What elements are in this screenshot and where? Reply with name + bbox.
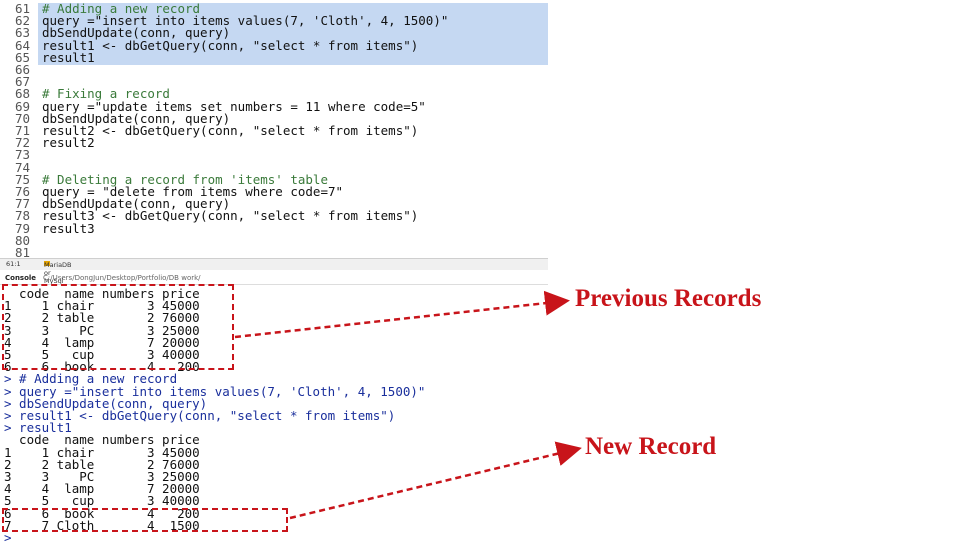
console-output-line: 4 4 lamp 7 20000 (4, 481, 200, 497)
console-output-line: code name numbers price (4, 432, 200, 448)
line-number: 79 (14, 220, 30, 236)
console-output-line: 7 7 Cloth 4 1500 (4, 517, 200, 533)
line-number: 70 (14, 110, 30, 126)
console-input-line: > # Adding a new record (4, 371, 178, 387)
console-title: Console (5, 274, 37, 282)
code-line[interactable]: # Fixing a record (42, 86, 170, 102)
console-output-line: 2 2 table 2 76000 (4, 456, 200, 472)
previous-records-box (2, 284, 234, 370)
new-record-arrow (289, 441, 582, 520)
line-number: 69 (14, 98, 30, 114)
code-line[interactable]: # Deleting a record from 'items' table (42, 171, 328, 187)
console-input-line: > result1 (4, 420, 72, 436)
code-line[interactable]: query = "delete from items where code=7" (42, 184, 344, 199)
line-number: 67 (14, 74, 30, 90)
console-output-line: 5 5 cup 3 40000 (4, 347, 200, 362)
console-input-line: > result1 <- dbGetQuery(conn, "select * … (4, 408, 396, 423)
editor-status-bar: 61:1 MariaDB or MySql (0, 258, 548, 285)
section-label: MariaDB or MySql (44, 261, 72, 285)
line-number: 76 (14, 184, 30, 199)
section-icon (44, 261, 50, 266)
console-output-line: code name numbers price (4, 286, 200, 301)
line-number: 73 (14, 147, 30, 163)
console-output-line: 3 3 PC 3 25000 (4, 322, 200, 338)
console-output-line: 2 2 table 2 76000 (4, 310, 200, 326)
line-number: 64 (14, 37, 30, 53)
code-line[interactable]: result2 (42, 135, 95, 151)
console-input-line: > query ="insert into items values(7, 'C… (4, 383, 426, 399)
line-number: 66 (14, 62, 30, 77)
console-output-line: 1 1 chair 3 45000 (4, 298, 200, 314)
line-number: 72 (14, 135, 30, 151)
console-input-line: > dbSendUpdate(conn, query) (4, 395, 208, 411)
line-number: 75 (14, 171, 30, 187)
code-line[interactable]: result1 <- dbGetQuery(conn, "select * fr… (42, 37, 419, 53)
code-line[interactable]: # Adding a new record (42, 1, 201, 16)
line-number: 62 (14, 13, 30, 29)
code-line[interactable]: result2 <- dbGetQuery(conn, "select * fr… (42, 123, 419, 138)
console-header: Console C:/Users/DongJun/Desktop/Portfol… (0, 270, 548, 285)
code-line[interactable]: result1 (42, 49, 95, 65)
code-line[interactable]: query ="insert into items values(7, 'Clo… (42, 13, 449, 29)
console-input-line: > (4, 530, 12, 545)
selection-highlight (38, 3, 548, 65)
previous-records-arrow (234, 290, 570, 339)
code-line[interactable]: dbSendUpdate(conn, query) (42, 25, 231, 41)
line-number: 71 (14, 123, 30, 138)
code-line[interactable]: dbSendUpdate(conn, query) (42, 110, 231, 126)
line-number: 61 (14, 1, 30, 16)
previous-records-label: Previous Records (575, 285, 762, 312)
line-number: 63 (14, 25, 30, 41)
line-number: 80 (14, 232, 30, 248)
code-line[interactable]: dbSendUpdate(conn, query) (42, 196, 231, 212)
line-number: 77 (14, 196, 30, 212)
line-number: 68 (14, 86, 30, 102)
new-record-label: New Record (585, 433, 717, 460)
new-record-box (2, 508, 288, 532)
line-number: 65 (14, 49, 30, 65)
cursor-position: 61:1 (6, 260, 21, 268)
line-number: 81 (14, 245, 30, 260)
console-output-line: 3 3 PC 3 25000 (4, 469, 200, 484)
console-output-line: 1 1 chair 3 45000 (4, 444, 200, 460)
code-line[interactable]: result3 (42, 220, 95, 236)
console-path: C:/Users/DongJun/Desktop/Portfolio/DB wo… (43, 274, 201, 282)
code-line[interactable]: query ="update items set numbers = 11 wh… (42, 98, 426, 114)
code-line[interactable]: result3 <- dbGetQuery(conn, "select * fr… (42, 208, 419, 224)
console-output-line: 4 4 lamp 7 20000 (4, 334, 200, 350)
line-number: 74 (14, 159, 30, 175)
line-number: 78 (14, 208, 30, 224)
console-output-line: 5 5 cup 3 40000 (4, 493, 200, 509)
